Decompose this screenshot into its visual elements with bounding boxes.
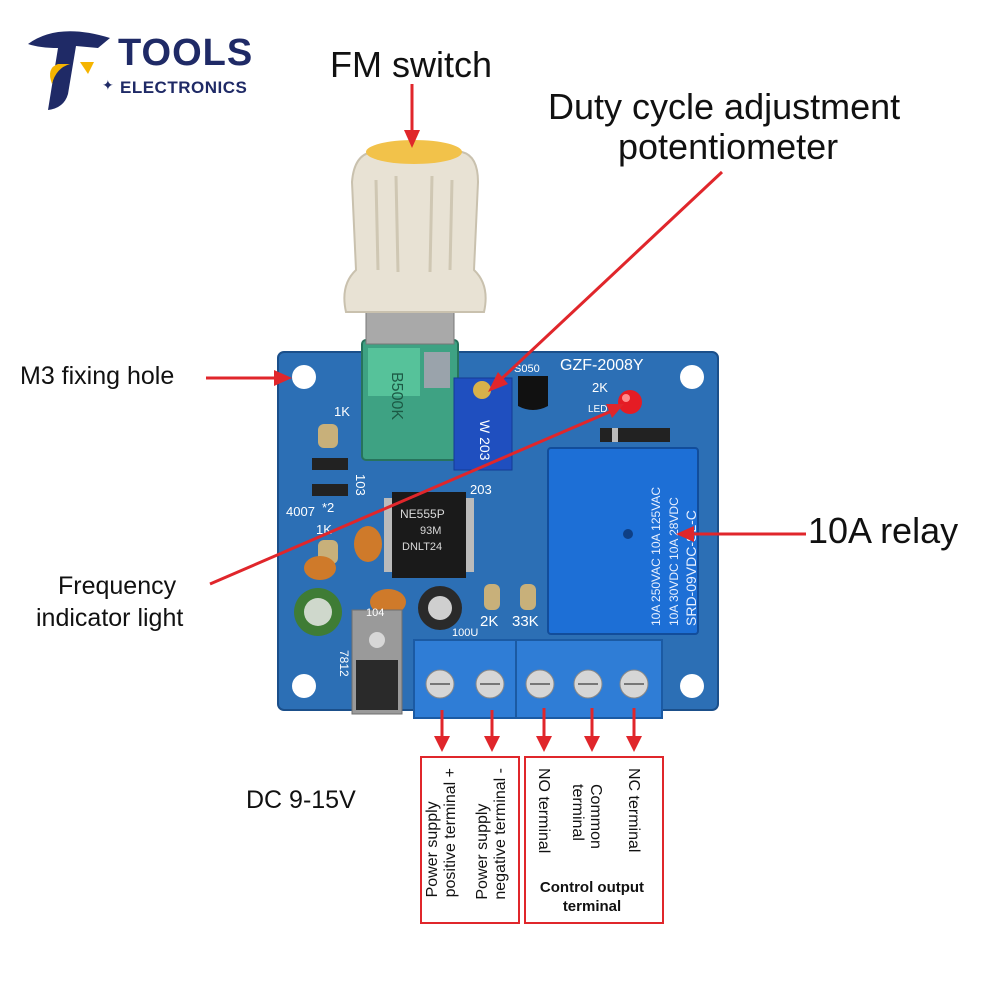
- resistor-1k-a: [318, 424, 338, 448]
- mount-hole-tl: [292, 365, 316, 389]
- ic-marking-3: DNLT24: [402, 541, 442, 553]
- power-terminal-labels-box: [420, 756, 520, 924]
- fm-knob: [343, 151, 487, 313]
- label-neg-line1: Power supply: [474, 803, 491, 900]
- label-common-terminal: Common terminal: [568, 784, 604, 849]
- mount-hole-tr: [680, 365, 704, 389]
- label-duty-line1: Duty cycle adjustment: [548, 86, 901, 127]
- silk-4007: 4007: [286, 504, 315, 519]
- label-common-line2: terminal: [569, 784, 586, 841]
- label-no-terminal: NO terminal: [535, 768, 552, 854]
- silk-model: GZF-2008Y: [560, 357, 644, 374]
- silk-2k: 2K: [480, 613, 498, 630]
- label-relay: 10A relay: [808, 510, 959, 551]
- transistor: [518, 376, 548, 410]
- diode-b: [312, 484, 348, 496]
- mount-hole-br: [680, 674, 704, 698]
- brand-name-top: TOOLS: [118, 32, 254, 74]
- silk-trim-code: 203: [470, 482, 492, 497]
- label-freq-line2: indicator light: [36, 604, 184, 632]
- resistor-2k: [484, 584, 500, 610]
- brand-name-bottom: ELECTRONICS: [120, 78, 248, 97]
- label-dc-voltage: DC 9-15V: [246, 786, 356, 814]
- led-red: [618, 390, 642, 414]
- silk-7812: 7812: [337, 650, 351, 677]
- resistor-33k: [520, 584, 536, 610]
- label-fm-switch: FM switch: [330, 44, 492, 85]
- label-pos-line1: Power supply: [424, 801, 441, 898]
- silk-times2: *2: [322, 500, 334, 515]
- label-pos-line2: positive terminal +: [442, 768, 459, 898]
- ic-marking-1: NE555P: [400, 507, 445, 521]
- silk-33k: 33K: [512, 613, 539, 630]
- silk-trim-label: W 203: [477, 420, 493, 461]
- svg-text:✦: ✦: [102, 77, 114, 93]
- arrow-duty: [494, 170, 724, 386]
- silk-pot-label: B500K: [388, 372, 405, 420]
- ceramic-cap-c: [304, 556, 336, 580]
- label-common-line1: Common: [587, 784, 604, 849]
- label-control-output: Control output terminal: [526, 878, 658, 916]
- label-duty-line2: potentiometer: [618, 126, 839, 167]
- ic-marking-2: 93M: [420, 525, 441, 537]
- label-control-line2: terminal: [562, 898, 622, 915]
- brand-logo: ✦ TOOLS ELECTRONICS: [18, 24, 258, 114]
- silk-104: 104: [366, 607, 384, 619]
- relay-marking-2: 10A 30VDC 10A 28VDC: [667, 497, 681, 626]
- control-terminal-labels-box: [524, 756, 664, 924]
- relay-body: [547, 447, 699, 635]
- arrow-freq: [209, 408, 615, 586]
- silk-transistor: S050: [514, 363, 540, 375]
- label-freq-line1: Frequency: [58, 572, 177, 600]
- label-control-line1: Control output: [539, 879, 645, 896]
- ceramic-cap-b: [370, 589, 406, 615]
- silk-1k-a: 1K: [334, 404, 350, 419]
- ceramic-cap-a: [354, 526, 382, 562]
- silk-led: LED: [588, 404, 607, 415]
- label-m3-hole: M3 fixing hole: [20, 362, 175, 390]
- relay-marking-3: SRD-09VDC-SL-C: [683, 510, 699, 626]
- label-neg-terminal: Power supply negative terminal -: [474, 768, 510, 900]
- relay-marking-1: 10A 250VAC 10A 125VAC: [649, 487, 663, 626]
- silk-2k-top: 2K: [592, 380, 608, 395]
- label-nc-terminal: NC terminal: [625, 768, 642, 853]
- relay-diode: [600, 428, 670, 442]
- ic-555: [392, 492, 466, 578]
- label-pos-terminal: Power supply positive terminal +: [424, 768, 460, 897]
- mount-hole-bl: [292, 674, 316, 698]
- diode-a: [312, 458, 348, 470]
- silk-103: 103: [353, 474, 368, 496]
- label-neg-line2: negative terminal -: [492, 768, 509, 900]
- silk-100u: 100U: [452, 627, 478, 639]
- logo-icon: ✦: [28, 31, 114, 111]
